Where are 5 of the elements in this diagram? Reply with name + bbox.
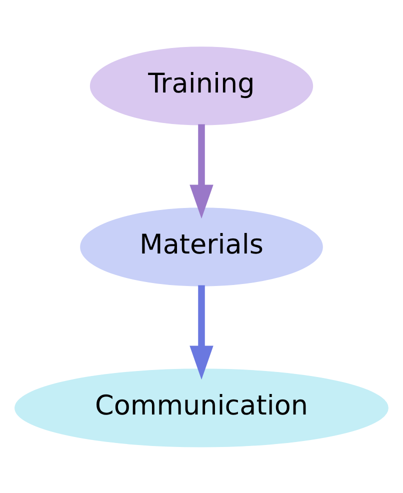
node-ellipse: Materials: [80, 207, 323, 286]
node-ellipse: Training: [90, 46, 314, 125]
arrow: [190, 284, 214, 380]
arrow: [190, 124, 214, 218]
node-ellipse: Communication: [14, 368, 388, 447]
